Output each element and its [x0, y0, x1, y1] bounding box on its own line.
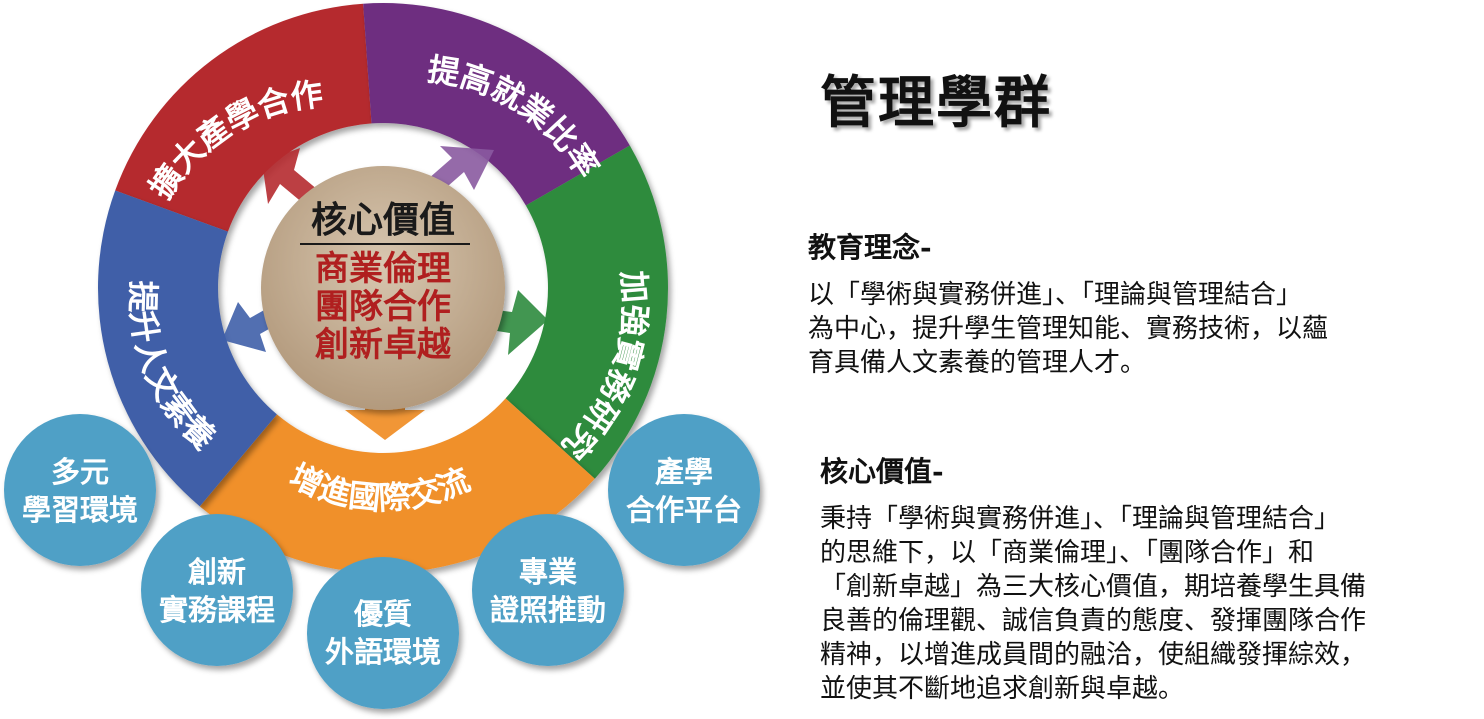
core-title: 核心價值 — [311, 199, 455, 241]
core-values-line: 的思維下，以「商業倫理」、「團隊合作」和 — [820, 538, 1315, 568]
bubble-line-1: 多元 — [51, 455, 109, 489]
core-circle — [261, 166, 505, 410]
core-item-teamwork: 團隊合作 — [315, 287, 451, 327]
core-values-heading: 核心價值- — [820, 455, 944, 488]
bubble-line-1: 產學 — [655, 455, 713, 489]
education-line: 以「學術與實務併進」、「理論與管理結合」 — [808, 280, 1303, 310]
page-title: 管理學群 — [820, 70, 1052, 136]
education-body: 以「學術與實務併進」、「理論與管理結合」 為中心，提升學生管理知能、實務技術，以… — [808, 278, 1328, 380]
bubble: 多元 學習環境 — [4, 414, 156, 566]
bubble: 創新 實務課程 — [141, 514, 293, 666]
ring-segment-humanities — [97, 190, 277, 507]
core-values-line: 秉持「學術與實務併進」、「理論與管理結合」 — [820, 504, 1341, 534]
ring-segment-international — [199, 398, 595, 573]
text-panel: 管理學群 教育理念- 以「學術與實務併進」、「理論與管理結合」 為中心，提升學生… — [806, 0, 1466, 719]
ring-segment-industry — [115, 3, 372, 232]
bubble: 優質 外語環境 — [307, 557, 459, 709]
bubble-circle — [307, 557, 459, 709]
ring-segment-employment — [363, 3, 630, 206]
core-values-line: 「創新卓越」為三大核心價值，期培養學生具備 — [820, 572, 1367, 602]
bubble-line-2: 合作平台 — [626, 493, 742, 527]
bubble-line-2: 學習環境 — [22, 493, 138, 527]
education-line: 育具備人文素養的管理人才。 — [808, 348, 1147, 378]
bubble-circle — [4, 414, 156, 566]
ring — [97, 3, 668, 573]
education-line: 為中心，提升學生管理知能、實務技術，以蘊 — [808, 314, 1329, 344]
bubble-line-2: 證照推動 — [490, 593, 606, 627]
bubble-line-2: 外語環境 — [325, 635, 441, 669]
core-values-line: 精神，以增進成員間的融洽，使組織發揮綜效， — [820, 640, 1367, 670]
arrow-right-icon — [478, 290, 548, 355]
bubble-line-1: 優質 — [353, 597, 412, 631]
education-heading: 教育理念- — [808, 231, 932, 264]
core-item-ethics: 商業倫理 — [315, 249, 451, 289]
bubble: 專業 證照推動 — [472, 514, 624, 666]
core-values-line: 並使其不斷地追求創新與卓越。 — [820, 674, 1185, 704]
core-item-innovation: 創新卓越 — [315, 325, 452, 365]
bubble-circle — [608, 414, 760, 566]
bubble-line-1: 創新 — [188, 555, 246, 589]
ring-segment-research — [505, 145, 668, 479]
bubble: 產學 合作平台 — [608, 414, 760, 566]
core-values-body: 秉持「學術與實務併進」、「理論與管理結合」 的思維下，以「商業倫理」、「團隊合作… — [820, 502, 1366, 706]
bubble-circle — [141, 514, 293, 666]
core-values-line: 良善的倫理觀、誠信負責的態度、發揮團隊合作 — [820, 606, 1367, 636]
bubble-line-1: 專業 — [519, 555, 577, 589]
core-values-diagram: 擴大產學合作 提高就業比率 加強實務研究 增進國際交流 提升人文素養 核心價值 … — [4, 3, 760, 709]
bubble-line-2: 實務課程 — [159, 593, 275, 627]
bubble-circle — [472, 514, 624, 666]
